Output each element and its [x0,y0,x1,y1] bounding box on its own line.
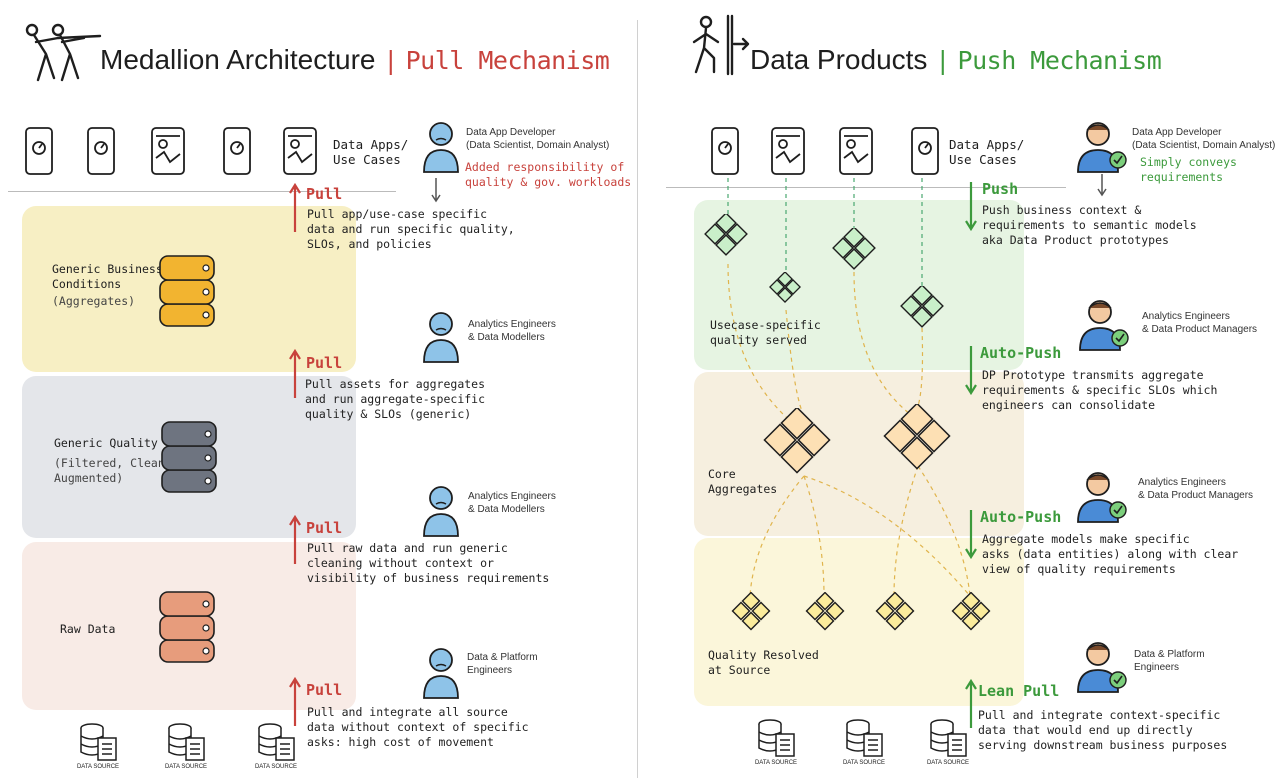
data-source-icon [930,719,967,757]
left-step-2-label: Pull [306,354,343,372]
left-title-accent: Pull Mechanism [405,46,610,75]
down-arrow-green-icon [965,346,977,396]
left-step-2-text: Pull assets for aggregates and run aggre… [305,377,486,421]
left-step-3-text: Pull raw data and run generic cleaning w… [307,541,550,585]
left-title-separator: | [383,46,398,75]
engineer-avatar-icon [423,312,459,363]
left-step-1-label: Pull [306,185,343,203]
node-cluster-yellow-icon [731,592,771,631]
panel-divider [637,20,638,778]
right-role-3: Data & Platform Engineers [1134,649,1205,673]
right-role-1: Analytics Engineers & Data Product Manag… [1142,311,1258,335]
data-source-label: DATA SOURCE [164,764,208,770]
node-cluster-green-icon [704,214,748,256]
right-step-2-label: Auto-Push [980,344,1062,362]
right-divider [666,187,1066,188]
phone-icon [711,127,939,175]
down-arrow-icon [1097,174,1107,197]
data-source-icon [258,723,295,761]
data-source-icon [758,719,795,757]
left-developer-note: Added responsibility of quality & gov. w… [465,160,632,189]
data-product-network [727,178,971,597]
right-developer-role: Data App Developer (Data Scientist, Doma… [1132,127,1276,151]
layer-label-core: Core Aggregates [708,467,778,496]
tug-of-war-icon [25,23,102,82]
down-arrow-green-icon [965,510,977,560]
layer-band-usecase [694,200,1024,370]
left-apps-row [25,127,317,175]
up-arrow-icon [289,182,301,232]
right-title-separator: | [935,46,950,75]
left-divider [8,191,396,192]
node-cluster-orange-icon [883,404,951,470]
left-step-4-text: Pull and integrate all source data witho… [307,705,529,749]
data-source-label: DATA SOURCE [926,760,970,766]
up-arrow-icon [289,514,301,564]
left-role-1: Analytics Engineers & Data Modellers [468,319,556,343]
layer-label-quality: Generic Quality [54,436,158,450]
node-cluster-green-icon [900,286,944,328]
data-source-icon [846,719,883,757]
database-gold-icon [159,255,215,327]
layer-label-usecase: Usecase-specific quality served [710,318,821,347]
down-arrow-icon [431,178,441,203]
left-developer-role: Data App Developer (Data Scientist, Doma… [466,127,610,151]
right-step-1-label: Push [982,180,1019,198]
node-cluster-yellow-icon [875,592,915,631]
left-step-4-label: Pull [306,681,343,699]
engineer-avatar-icon [1077,642,1127,693]
phone-icon [25,127,317,175]
right-role-2: Analytics Engineers & Data Product Manag… [1138,477,1254,501]
right-step-2-text: DP Prototype transmits aggregate require… [982,368,1218,412]
data-source-label: DATA SOURCE [254,764,298,770]
developer-avatar-icon [1077,122,1127,173]
left-role-3: Data & Platform Engineers [467,652,538,676]
down-arrow-green-icon [965,182,977,232]
layer-label-aggregates: Generic Business Conditions [52,262,163,291]
right-step-4-text: Pull and integrate context-specific data… [978,708,1228,752]
data-source-label: DATA SOURCE [76,764,120,770]
right-step-1-text: Push business context & requirements to … [982,203,1197,247]
right-apps-row [711,127,939,175]
engineer-avatar-icon [1079,300,1129,351]
right-title: Data Products [750,44,928,75]
left-step-3-label: Pull [306,519,343,537]
node-cluster-green-icon [832,228,876,270]
node-cluster-yellow-icon [951,592,991,631]
layer-label-raw: Raw Data [60,622,116,636]
developer-avatar-icon [423,122,459,173]
right-step-3-text: Aggregate models make specific asks (dat… [982,532,1239,576]
up-arrow-green-icon [965,678,977,728]
up-arrow-icon [289,676,301,726]
engineer-avatar-icon [423,648,459,699]
database-salmon-icon [159,591,215,663]
engineer-avatar-icon [423,486,459,537]
left-title: Medallion Architecture [100,44,376,75]
right-step-3-label: Auto-Push [980,508,1062,526]
right-developer-note: Simply conveys requirements [1140,155,1237,184]
left-role-2: Analytics Engineers & Data Modellers [468,491,556,515]
exit-door-icon [692,14,750,76]
right-title-accent: Push Mechanism [957,46,1162,75]
layer-sublabel-aggregates: (Aggregates) [52,294,136,308]
layer-band-core [694,372,1024,536]
right-step-4-label: Lean Pull [978,682,1060,700]
data-source-icon [80,723,117,761]
left-step-1-text: Pull app/use-case specific data and run … [307,207,515,251]
data-source-label: DATA SOURCE [754,760,798,766]
node-cluster-yellow-icon [805,592,845,631]
left-top-label: Data Apps/ Use Cases [333,137,409,167]
data-source-label: DATA SOURCE [842,760,886,766]
node-cluster-orange-icon [763,408,831,474]
data-source-icon [168,723,205,761]
engineer-avatar-icon [1077,472,1127,523]
layer-label-source: Quality Resolved at Source [708,648,819,677]
right-top-label: Data Apps/ Use Cases [949,137,1025,167]
database-gray-icon [161,421,217,493]
up-arrow-icon [289,348,301,398]
node-cluster-green-icon [769,272,801,303]
